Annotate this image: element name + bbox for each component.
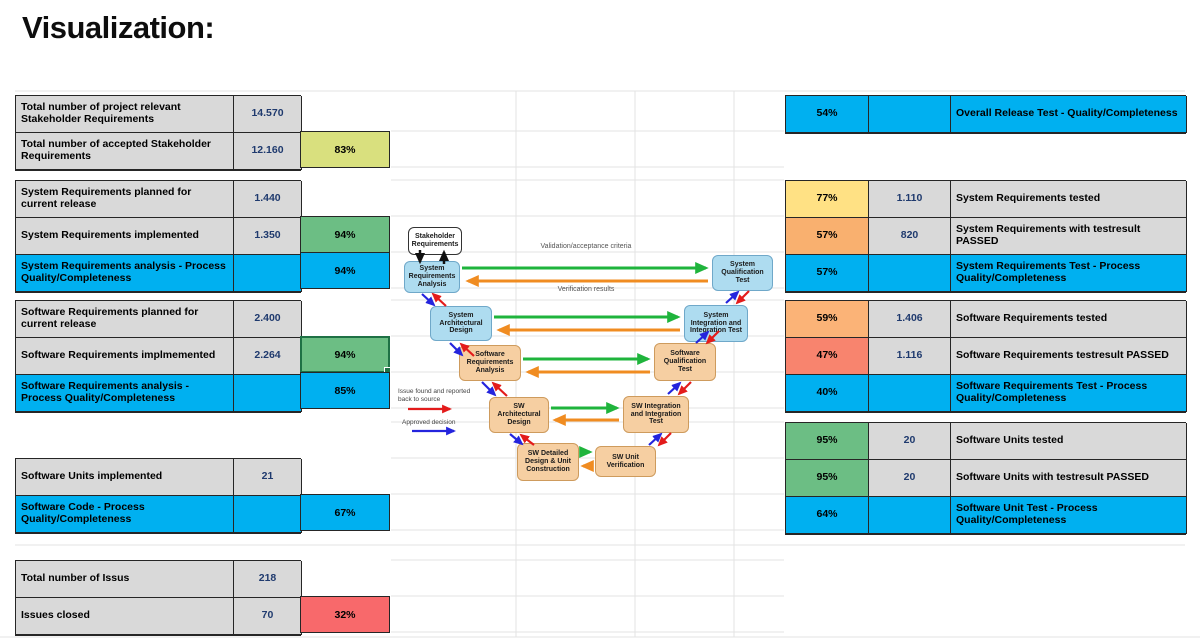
metric-label-cell[interactable]: Software Units tested bbox=[951, 423, 1187, 460]
metric-label-cell[interactable]: Total number of project relevant Stakeho… bbox=[16, 96, 234, 133]
metric-label-cell[interactable]: Software Requirements tested bbox=[951, 301, 1187, 338]
metric-label-cell[interactable]: Software Requirements testresult PASSED bbox=[951, 338, 1187, 375]
metric-value-cell[interactable] bbox=[869, 375, 951, 412]
metric-label-cell[interactable]: System Requirements implemented bbox=[16, 218, 234, 255]
metric-pct-cell[interactable]: 57% bbox=[786, 255, 869, 292]
vmodel-box-system-requirements-analysis[interactable]: System Requirements Analysis bbox=[404, 261, 460, 293]
metric-value-cell[interactable]: 1.350 bbox=[234, 218, 302, 255]
right-table-software-section: 59% 1.406 Software Requirements tested 4… bbox=[785, 300, 1187, 413]
metric-value-cell[interactable] bbox=[869, 255, 951, 292]
metric-value-cell[interactable] bbox=[234, 375, 302, 412]
metric-pct-cell[interactable]: 85% bbox=[300, 372, 390, 409]
right-table-units-section: 95% 20 Software Units tested 95% 20 Soft… bbox=[785, 422, 1187, 535]
metric-label-cell[interactable]: Issues closed bbox=[16, 598, 234, 635]
metric-value-cell[interactable]: 21 bbox=[234, 459, 302, 496]
metric-pct-cell[interactable]: 40% bbox=[786, 375, 869, 412]
metric-value-cell[interactable]: 20 bbox=[869, 460, 951, 497]
metric-label-cell[interactable]: Software Unit Test - Process Quality/Com… bbox=[951, 497, 1187, 534]
left-table-stakeholder-section: Total number of project relevant Stakeho… bbox=[15, 95, 302, 171]
metric-label-cell[interactable]: System Requirements Test - Process Quali… bbox=[951, 255, 1187, 292]
metric-label-cell[interactable]: Software Requirements analysis - Process… bbox=[16, 375, 234, 412]
metric-label-cell[interactable]: Software Units with testresult PASSED bbox=[951, 460, 1187, 497]
arrow-label-verification-results: Verification results bbox=[557, 286, 615, 293]
metric-value-cell[interactable]: 2.400 bbox=[234, 301, 302, 338]
selected-cell[interactable]: 94% bbox=[300, 336, 391, 374]
metric-label-cell[interactable]: System Requirements tested bbox=[951, 181, 1187, 218]
left-table-software-section: Software Requirements planned for curren… bbox=[15, 300, 302, 413]
vmodel-box-sw-integration-test[interactable]: SW Integration and Integration Test bbox=[623, 396, 689, 433]
metric-value-cell[interactable]: 14.570 bbox=[234, 96, 302, 133]
metric-pct-cell[interactable]: 83% bbox=[300, 131, 390, 168]
metric-pct-cell[interactable]: 94% bbox=[300, 252, 390, 289]
metric-value-cell[interactable]: 12.160 bbox=[234, 133, 302, 170]
vmodel-box-system-architectural-design[interactable]: System Architectural Design bbox=[430, 306, 492, 341]
metric-pct-cell[interactable]: 59% bbox=[786, 301, 869, 338]
metric-label-cell[interactable]: System Requirements planned for current … bbox=[16, 181, 234, 218]
vmodel-box-system-qualification-test[interactable]: System Qualification Test bbox=[712, 255, 773, 291]
metric-label-cell[interactable]: Software Requirements implmemented bbox=[16, 338, 234, 375]
metric-value-cell[interactable]: 1.110 bbox=[869, 181, 951, 218]
metric-label-cell[interactable]: Software Code - Process Quality/Complete… bbox=[16, 496, 234, 533]
metric-label-cell[interactable]: System Requirements analysis - Process Q… bbox=[16, 255, 234, 292]
vmodel-box-software-qualification-test[interactable]: Software Qualification Test bbox=[654, 343, 716, 381]
metric-value-cell[interactable] bbox=[234, 496, 302, 533]
metric-value-cell[interactable]: 820 bbox=[869, 218, 951, 255]
metric-value-cell[interactable]: 2.264 bbox=[234, 338, 302, 375]
left-table-units-section: Software Units implemented 21 Software C… bbox=[15, 458, 302, 534]
right-table-system-section: 77% 1.110 System Requirements tested 57%… bbox=[785, 180, 1187, 293]
metric-pct-cell[interactable]: 47% bbox=[786, 338, 869, 375]
left-table-issues-section: Total number of Issus 218 Issues closed … bbox=[15, 560, 302, 636]
metric-value-cell[interactable] bbox=[234, 255, 302, 292]
metric-pct-cell[interactable]: 95% bbox=[786, 460, 869, 497]
metric-value-cell[interactable]: 218 bbox=[234, 561, 302, 598]
page-title: Visualization: bbox=[22, 10, 215, 45]
right-table-overall-section: 54% Overall Release Test - Quality/Compl… bbox=[785, 95, 1187, 134]
metric-value-cell[interactable] bbox=[869, 497, 951, 534]
metric-pct-cell[interactable]: 77% bbox=[786, 181, 869, 218]
metric-value-cell[interactable]: 1.116 bbox=[869, 338, 951, 375]
vmodel-box-software-requirements-analysis[interactable]: Software Requirements Analysis bbox=[459, 345, 521, 381]
metric-pct-cell[interactable]: 54% bbox=[786, 96, 869, 133]
metric-label-cell[interactable]: Software Requirements planned for curren… bbox=[16, 301, 234, 338]
metric-label-cell[interactable]: Software Units implemented bbox=[16, 459, 234, 496]
metric-pct-cell[interactable]: 32% bbox=[300, 596, 390, 633]
vmodel-box-stakeholder-requirements[interactable]: Stakeholder Requirements bbox=[408, 227, 462, 255]
metric-pct-cell[interactable]: 67% bbox=[300, 494, 390, 531]
metric-value-cell[interactable]: 70 bbox=[234, 598, 302, 635]
legend-approved-decision-label: Approved decision bbox=[402, 419, 456, 426]
vmodel-box-sw-unit-verification[interactable]: SW Unit Verification bbox=[595, 446, 656, 477]
metric-label-cell[interactable]: System Requirements with testresult PASS… bbox=[951, 218, 1187, 255]
metric-pct-cell[interactable]: 64% bbox=[786, 497, 869, 534]
arrow-label-validation-criteria: Validation/acceptance criteria bbox=[540, 243, 632, 250]
vmodel-box-sw-architectural-design[interactable]: SW Architectural Design bbox=[489, 397, 549, 433]
metric-value-cell[interactable]: 1.406 bbox=[869, 301, 951, 338]
metric-pct-cell[interactable]: 57% bbox=[786, 218, 869, 255]
metric-label-cell[interactable]: Software Requirements Test - Process Qua… bbox=[951, 375, 1187, 412]
metric-value-cell[interactable]: 20 bbox=[869, 423, 951, 460]
metric-value-cell[interactable] bbox=[869, 96, 951, 133]
metric-label-cell[interactable]: Overall Release Test - Quality/Completen… bbox=[951, 96, 1187, 133]
vmodel-box-sw-detailed-design[interactable]: SW Detailed Design & Unit Construction bbox=[517, 443, 579, 481]
metric-pct-cell[interactable]: 94% bbox=[300, 216, 390, 253]
metric-label-cell[interactable]: Total number of Issus bbox=[16, 561, 234, 598]
vmodel-box-system-integration-test[interactable]: System Integration and Integration Test bbox=[684, 305, 748, 342]
metric-label-cell[interactable]: Total number of accepted Stakeholder Req… bbox=[16, 133, 234, 170]
metric-pct-cell[interactable]: 95% bbox=[786, 423, 869, 460]
metric-value-cell[interactable]: 1.440 bbox=[234, 181, 302, 218]
left-table-system-section: System Requirements planned for current … bbox=[15, 180, 302, 293]
legend-issue-reported-label: Issue found and reported back to source bbox=[398, 388, 471, 403]
